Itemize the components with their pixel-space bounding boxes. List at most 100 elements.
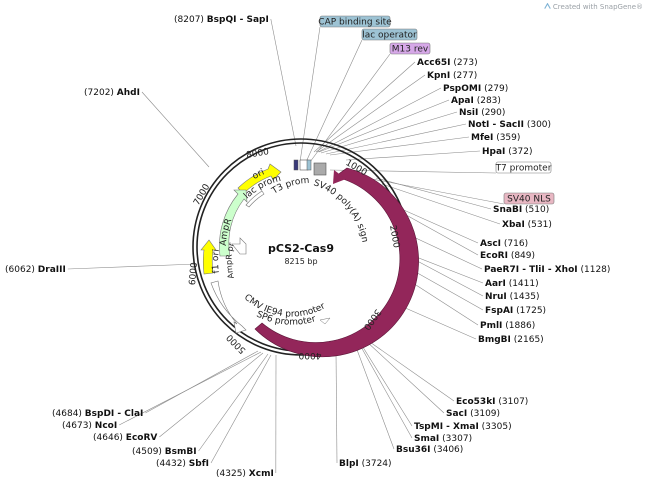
site-position: (1886) [502,321,535,331]
site-snabi[interactable]: SnaBI (510) [493,205,549,215]
site-name: BmgBI [478,335,511,345]
site-position: (277) [450,71,477,81]
site-name: NcoI [95,421,117,431]
site-tspmi-xmai[interactable]: TspMI - XmaI (3305) [414,422,512,432]
site-position: (273) [451,58,478,68]
site-ecorv[interactable]: (4646) EcoRV [93,433,157,443]
site-ahdi[interactable]: (7202) AhdI [84,88,140,98]
site-asci[interactable]: AscI (716) [480,239,528,249]
site-name: BspQI - SapI [207,15,269,25]
site-eco53ki[interactable]: Eco53kI (3107) [456,397,528,407]
badge-t7-promoter[interactable]: T7 promoter [495,161,552,174]
svg-text:PspOMI (279): PspOMI (279) [443,84,508,94]
site-position: (6062) [5,265,38,275]
site-name: NruI [485,292,507,302]
cas9-label: Cas9 [360,272,378,297]
svg-text:BlpI (3724): BlpI (3724) [339,459,392,469]
site-position: (7202) [84,88,117,98]
site-nrui[interactable]: NruI (1435) [485,292,540,302]
svg-text:TspMI - XmaI (3305): TspMI - XmaI (3305) [414,422,512,432]
site-position: (3724) [359,459,392,469]
site-xbai[interactable]: XbaI (531) [502,220,552,230]
snapgene-logo-icon [544,3,551,9]
tick-label-6000: 6000 [188,262,200,286]
site-position: (1128) [578,265,611,275]
badge-sv40-nls[interactable]: SV40 NLS [503,192,555,205]
site-aari[interactable]: AarI (1411) [485,279,539,289]
svg-text:(6062) DraIII: (6062) DraIII [5,265,66,275]
site-position: (3307) [439,434,472,444]
svg-text:(4432) SbfI: (4432) SbfI [156,459,209,469]
svg-text:MfeI (359): MfeI (359) [471,133,520,143]
svg-text:SacI (3109): SacI (3109) [446,409,500,419]
site-position: (4684) [52,409,85,419]
site-position: (849) [508,251,535,261]
site-bspqi-sapi[interactable]: (8207) BspQI - SapI [174,15,269,25]
svg-text:(4509) BsmBI: (4509) BsmBI [132,447,197,457]
cas9-feature[interactable] [254,167,419,358]
svg-text:NruI (1435): NruI (1435) [485,292,540,302]
site-bsu36i[interactable]: Bsu36I (3406) [396,445,463,455]
site-acc65i[interactable]: Acc65I (273) [417,58,478,68]
site-kpni[interactable]: KpnI (277) [427,71,477,81]
ampr-promoter-feature[interactable] [231,237,247,255]
ampr-feature[interactable] [219,189,248,257]
site-apai[interactable]: ApaI (283) [451,96,501,106]
badge-lac-operator[interactable]: lac operator [361,28,418,41]
badge-label: lac operator [362,31,417,41]
site-name: KpnI [427,71,450,81]
cmv-promoter-feature[interactable] [210,280,247,334]
badge-cap-binding-site[interactable]: CAP binding site [318,15,392,28]
site-bsmbi[interactable]: (4509) BsmBI [132,447,197,457]
site-position: (4432) [156,459,189,469]
site-paer7i-tlii-xhoi[interactable]: PaeR7I - TliI - XhoI (1128) [484,265,610,275]
site-name: BsmBI [165,447,197,457]
site-sbfi[interactable]: (4432) SbfI [156,459,209,469]
site-xcmi[interactable]: (4325) XcmI [216,469,274,479]
site-draiii[interactable]: (6062) DraIII [5,265,66,275]
site-position: (4646) [93,433,126,443]
site-name: PspOMI [443,84,481,94]
plasmid-size: 8215 bp [284,257,317,266]
site-name: EcoRI [480,251,508,261]
site-bmgbi[interactable]: BmgBI (2165) [478,335,544,345]
site-nsii[interactable]: NsiI (290) [459,108,505,118]
site-blpi[interactable]: BlpI (3724) [339,459,392,469]
site-smai[interactable]: SmaI (3307) [414,434,472,444]
site-position: (3109) [467,409,500,419]
site-mfei[interactable]: MfeI (359) [471,133,520,143]
plasmid-name: pCS2-Cas9 [268,242,334,255]
site-position: (716) [501,239,528,249]
site-position: (4325) [216,469,249,479]
site-ecori[interactable]: EcoRI (849) [480,251,535,261]
site-bspdi-clai[interactable]: (4684) BspDI - ClaI [52,409,143,419]
site-position: (279) [481,84,508,94]
sv40-polya-box[interactable] [313,162,327,176]
watermark-text: Created with SnapGene® [552,3,643,11]
svg-text:NsiI (290): NsiI (290) [459,108,505,118]
lac-operator-box [306,159,312,171]
site-name: ApaI [451,96,474,106]
svg-text:HpaI (372): HpaI (372) [482,147,532,157]
svg-text:AscI (716): AscI (716) [480,239,528,249]
tick-label-4000: 4000 [298,350,321,360]
lac-promoter-feature [245,190,265,208]
site-saci[interactable]: SacI (3109) [446,409,500,419]
site-hpai[interactable]: HpaI (372) [482,147,532,157]
f1-ori-feature[interactable] [200,239,217,275]
svg-text:PaeR7I - TliI - XhoI (1128): PaeR7I - TliI - XhoI (1128) [484,265,610,275]
site-pmli[interactable]: PmlI (1886) [480,321,535,331]
site-pspomi[interactable]: PspOMI (279) [443,84,508,94]
site-name: AscI [480,239,501,249]
ori-top-feature[interactable] [237,163,282,195]
site-name: AhdI [117,88,140,98]
site-fspai[interactable]: FspAI (1725) [485,306,546,316]
site-name: AarI [485,279,506,289]
site-position: (372) [505,147,532,157]
badge-m13-rev[interactable]: M13 rev [389,42,431,55]
site-noti-sacii[interactable]: NotI - SacII (300) [468,120,551,130]
svg-text:Eco53kI (3107): Eco53kI (3107) [456,397,528,407]
site-ncoi[interactable]: (4673) NcoI [62,421,117,431]
